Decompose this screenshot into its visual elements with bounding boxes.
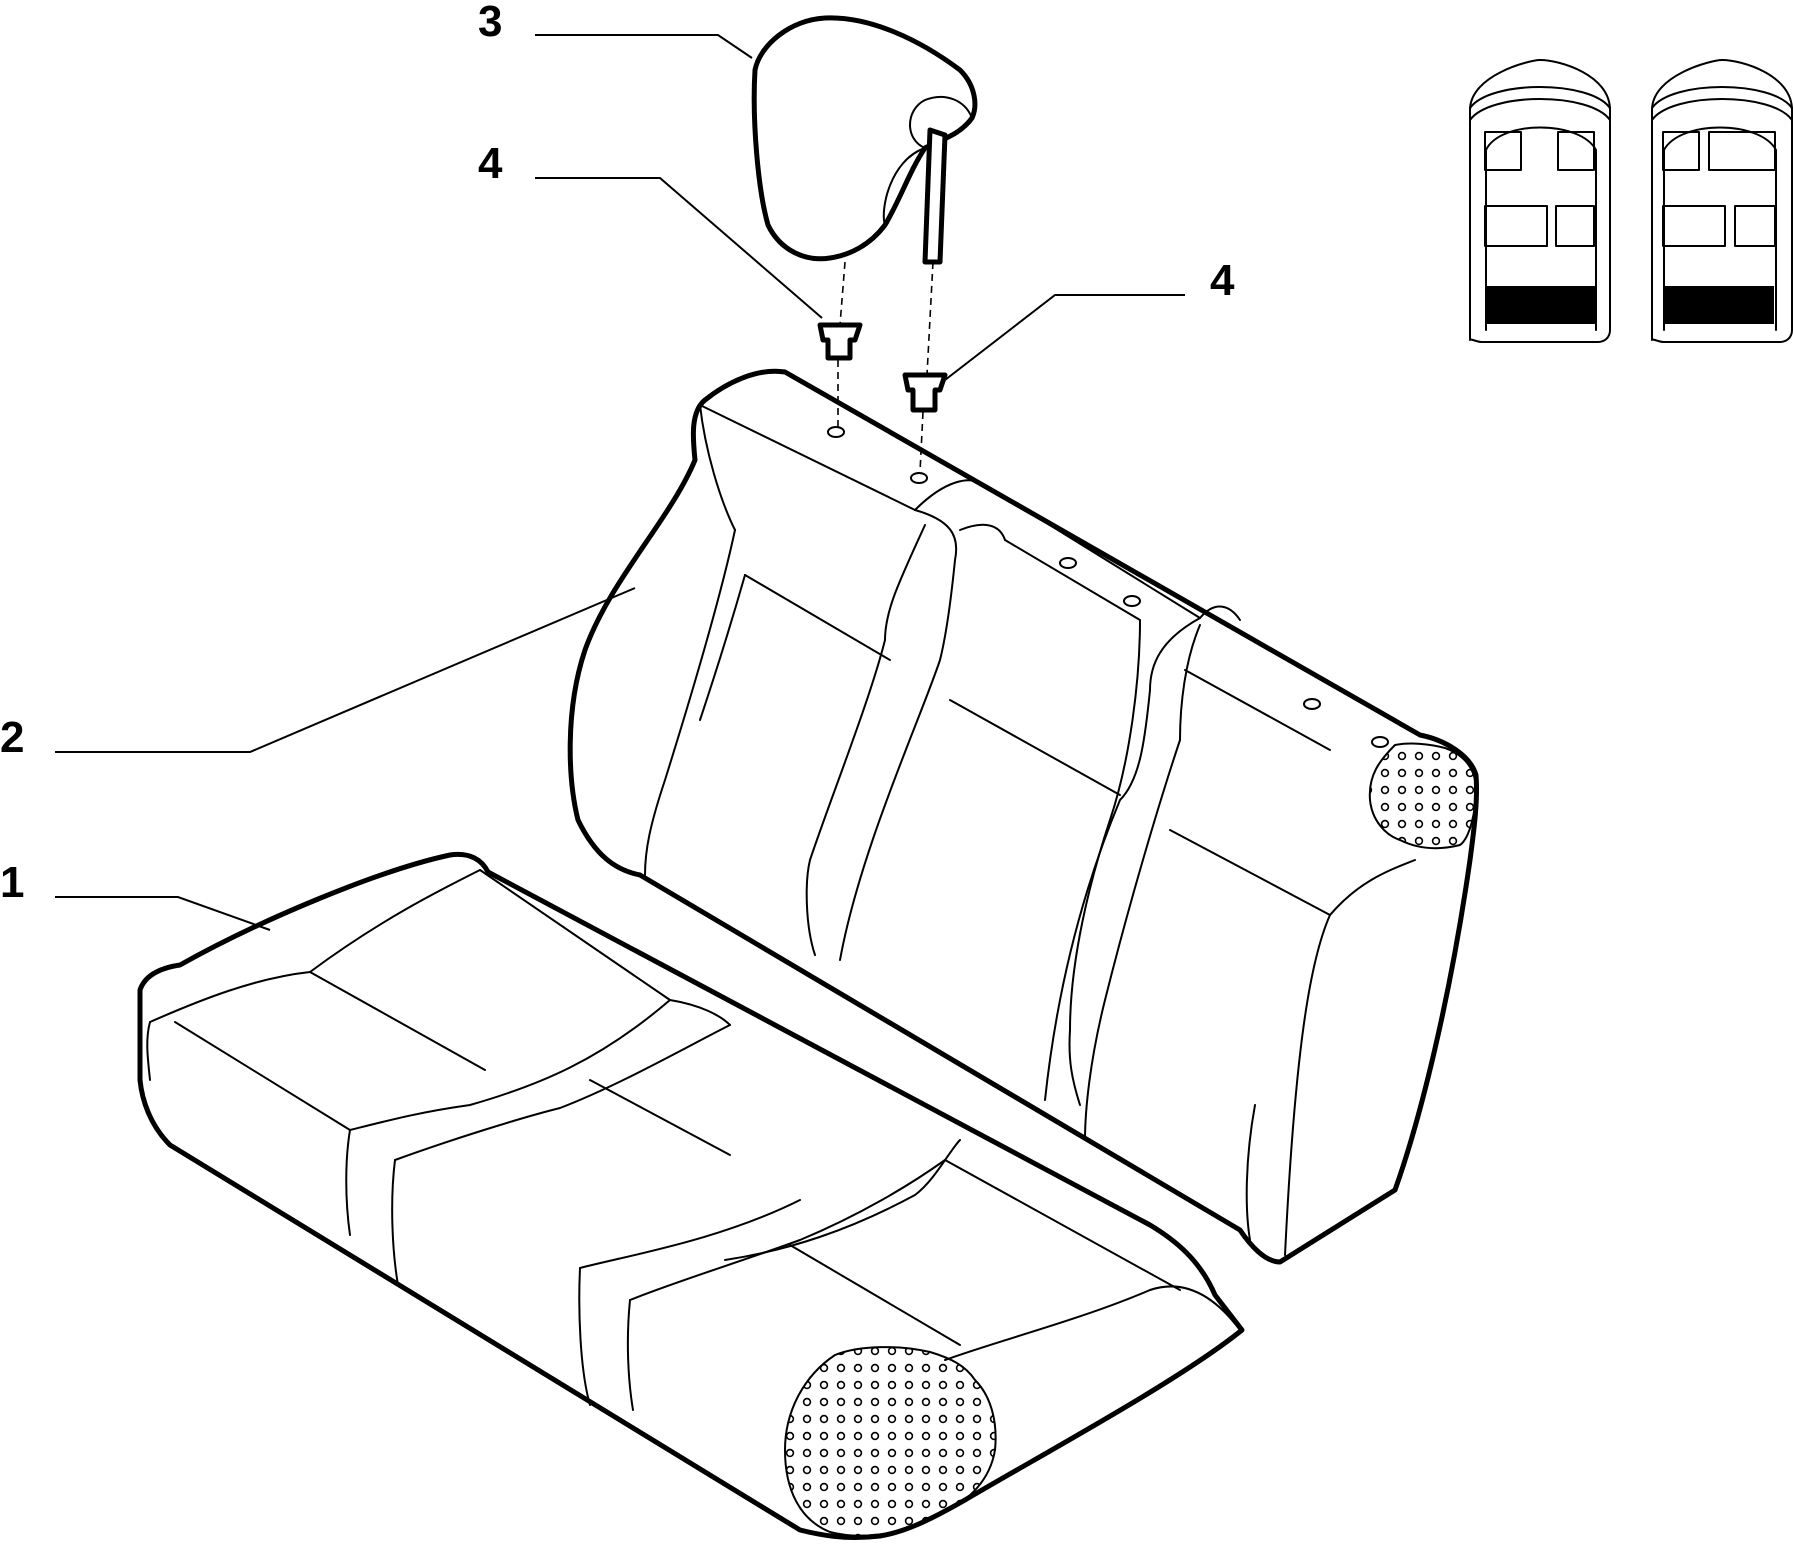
callout-3: 3 xyxy=(478,0,502,46)
seat-layout-icon-right xyxy=(1651,59,1793,343)
seat-cushion xyxy=(137,851,1245,1540)
backrest-fabric-sample xyxy=(1368,742,1478,850)
backrest xyxy=(567,368,1480,1265)
seat-fabric-sample xyxy=(783,1346,997,1537)
headrest-guide-right xyxy=(902,372,948,413)
callout-4-right: 4 xyxy=(1210,256,1235,305)
seat-layout-icon-left xyxy=(1469,59,1611,343)
headrest xyxy=(751,15,978,265)
callout-2: 2 xyxy=(0,713,24,762)
callout-1: 1 xyxy=(0,858,24,907)
headrest-guide-left xyxy=(817,322,863,361)
callout-4-left: 4 xyxy=(478,139,503,188)
